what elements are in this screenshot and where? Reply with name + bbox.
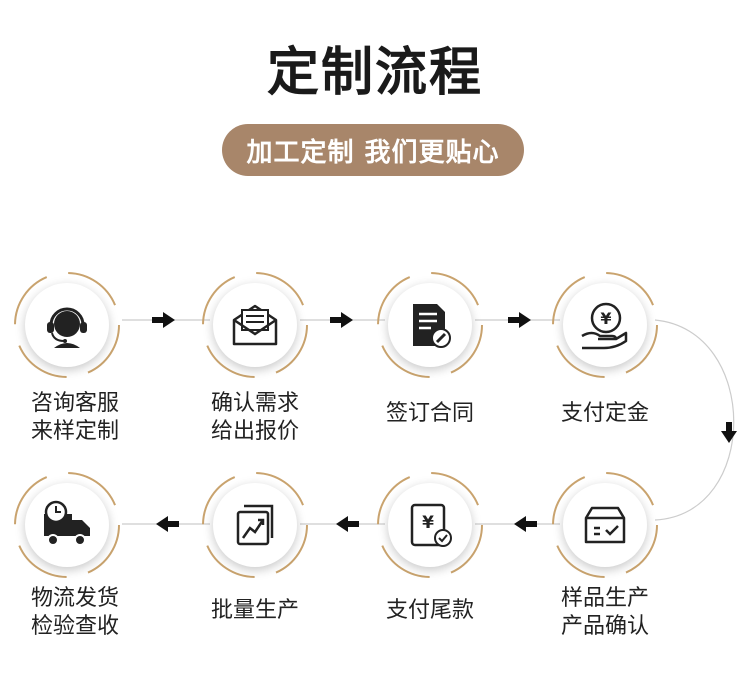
delivery-truck-icon bbox=[44, 500, 90, 546]
arrow-left-icon bbox=[156, 516, 179, 532]
svg-text:¥: ¥ bbox=[422, 513, 434, 533]
step-deposit: ¥ bbox=[550, 270, 660, 380]
yen-coin-hand-icon: ¥ bbox=[581, 302, 628, 350]
step-confirm bbox=[200, 270, 310, 380]
arrow-left-icon bbox=[336, 516, 359, 532]
arrow-right-icon bbox=[508, 312, 531, 328]
page-title: 定制流程 bbox=[266, 43, 483, 103]
growth-chart-icon bbox=[236, 504, 274, 546]
headset-icon bbox=[47, 307, 87, 348]
step-contract bbox=[375, 270, 485, 380]
step-label: 支付定金 bbox=[560, 401, 649, 426]
arrow-down-icon bbox=[721, 422, 737, 443]
step-label: 咨询客服来样定制 bbox=[30, 391, 119, 444]
mail-icon bbox=[232, 304, 278, 346]
step-sample bbox=[550, 470, 660, 580]
arrow-right-icon bbox=[152, 312, 175, 328]
step-mass-production bbox=[200, 470, 310, 580]
step-label: 确认需求给出报价 bbox=[210, 391, 299, 444]
arrow-right-icon bbox=[330, 312, 353, 328]
step-shipping bbox=[12, 470, 122, 580]
arrow-left-icon bbox=[514, 516, 537, 532]
step-consult bbox=[12, 270, 122, 380]
yen-receipt-icon: ¥ bbox=[410, 503, 452, 547]
subtitle-badge: 加工定制 我们更贴心 bbox=[222, 124, 524, 176]
step-label: 签订合同 bbox=[385, 401, 474, 426]
step-label: 物流发货检验查收 bbox=[30, 586, 119, 639]
step-balance: ¥ bbox=[375, 470, 485, 580]
svg-text:¥: ¥ bbox=[600, 309, 611, 328]
step-label: 批量生产 bbox=[210, 598, 299, 623]
contract-icon bbox=[413, 304, 451, 348]
ring-decoration bbox=[14, 272, 120, 378]
step-label: 样品生产产品确认 bbox=[560, 586, 649, 639]
step-label: 支付尾款 bbox=[385, 598, 474, 623]
box-icon bbox=[584, 506, 626, 544]
